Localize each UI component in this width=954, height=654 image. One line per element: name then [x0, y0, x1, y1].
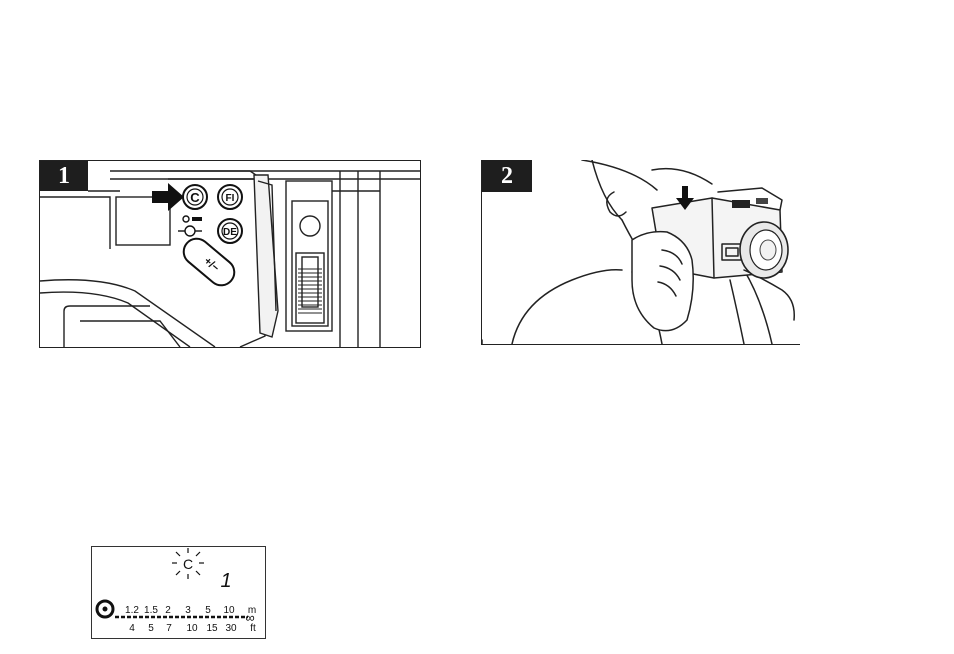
control-panel-illustration: C FI DE +/−: [40, 161, 420, 347]
meter-value: 3: [185, 605, 191, 616]
feet-value: 30: [225, 623, 237, 634]
lcd-display-panel: C 1 1.2 1.5 2 3 5 10 m 4 5 7 10 15 30 ft…: [91, 546, 266, 639]
fi-button-label: FI: [226, 193, 235, 204]
feet-value: 4: [129, 623, 135, 634]
feet-value: 15: [206, 623, 218, 634]
step-badge-2: 2: [482, 160, 532, 192]
feet-value: 7: [166, 623, 172, 634]
de-button-label: DE: [223, 227, 237, 238]
arrow-icon: [152, 183, 184, 211]
figure-2-holding-camera: 2: [481, 160, 800, 345]
meter-value: 1.2: [125, 605, 139, 616]
infinity-icon: ∞: [245, 610, 254, 625]
feet-value: 5: [148, 623, 154, 634]
meter-value: 1.5: [144, 605, 158, 616]
meter-value: 2: [165, 605, 171, 616]
meter-value: 5: [205, 605, 211, 616]
figure-1-control-panel: 1: [39, 160, 421, 348]
lcd-illustration: C 1 1.2 1.5 2 3 5 10 m 4 5 7 10 15 30 ft…: [92, 547, 265, 638]
feet-value: 10: [186, 623, 198, 634]
c-button-label: C: [190, 190, 200, 205]
step-badge-1: 1: [40, 161, 88, 191]
meter-value: 10: [223, 605, 235, 616]
lcd-frame-digit: 1: [220, 570, 231, 592]
lcd-mode-letter: C: [183, 556, 193, 572]
